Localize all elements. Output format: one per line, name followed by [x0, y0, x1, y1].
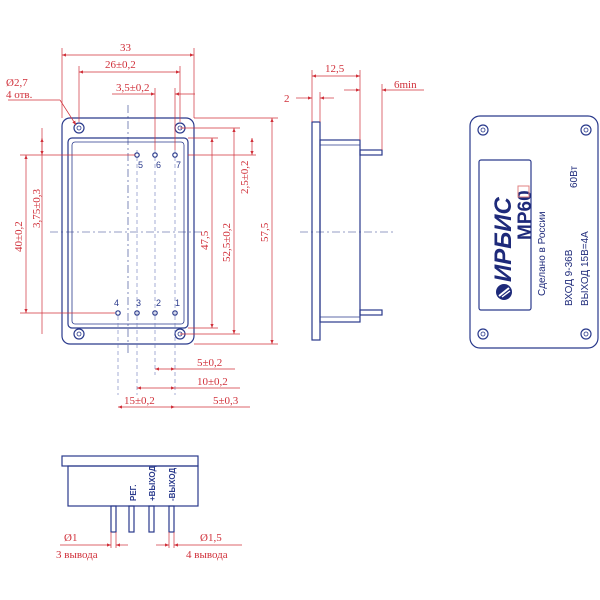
label-model-box [517, 185, 530, 198]
dim-left-40: 40±0,2 [13, 221, 25, 252]
label-view: ИРБИС МР60 Сделано в России ВХОД 9-36В В… [469, 115, 599, 349]
dim-bottom-5b: 5±0,3 [213, 395, 239, 407]
pins-bottom-row [115, 310, 178, 316]
front-right-dimensions [180, 117, 278, 345]
dim-right-575: 57,5 [259, 222, 271, 242]
pins-top-row [134, 152, 178, 158]
hole-note-diameter: Ø2,7 [6, 77, 28, 89]
bottom-view: РЕГ. +ВЫХОД -ВЫХОД Ø1 3 вывода Ø1,5 4 вы… [56, 455, 242, 561]
pin-label-7: 7 [176, 160, 181, 170]
label-brand-panel [478, 159, 532, 311]
label-flange-outline [469, 115, 599, 349]
dim-bottom-10: 10±0,2 [197, 376, 228, 388]
hole-note-count: 4 отв. [6, 89, 33, 101]
dim-width-33: 33 [120, 42, 132, 54]
hole-note-leader [59, 99, 77, 126]
dim-right-475: 47,5 [199, 230, 211, 250]
front-bottom-dimensions [118, 367, 250, 409]
dim-right-525: 52,5±0,2 [221, 223, 233, 262]
side-view: 12,5 2 6min [284, 63, 424, 341]
label-brand: ИРБИС [490, 196, 517, 282]
bottom-flange [61, 455, 199, 467]
bottom-pin-count-right: 4 вывода [186, 549, 228, 561]
front-top-dimensions [61, 48, 195, 150]
label-output: ВЫХОД 15В=4А [580, 231, 591, 306]
label-input: ВХОД 9-36В [564, 249, 575, 306]
bottom-pin-count-left: 3 вывода [56, 549, 98, 561]
side-dim-depth: 12,5 [325, 63, 345, 75]
dim-pin-pitch-35: 3,5±0,2 [116, 82, 150, 94]
label-model: МР60 [515, 190, 536, 240]
side-dim-pin-min: 6min [394, 79, 417, 91]
pin-label-1: 1 [175, 298, 180, 308]
pin-label-5: 5 [138, 160, 143, 170]
pin-label-minus-out: -ВЫХОД [168, 467, 177, 501]
label-power: 60Вт [569, 166, 580, 188]
label-mounting-holes [477, 124, 592, 340]
bottom-pin-dia-right: Ø1,5 [200, 532, 222, 544]
brand-logo-icon [496, 284, 512, 300]
pin-label-4: 4 [114, 298, 119, 308]
pin-label-reg: РЕГ. [129, 485, 138, 501]
bottom-pins [110, 505, 175, 533]
dim-bottom-15: 15±0,2 [124, 395, 155, 407]
bottom-pin-dia-left: Ø1 [64, 532, 77, 544]
side-pin-top [359, 149, 383, 156]
side-dim-flange: 2 [284, 93, 290, 105]
side-flange [311, 121, 321, 341]
pin-label-plus-out: +ВЫХОД [148, 465, 157, 501]
label-made-in: Сделано в России [537, 211, 548, 296]
front-view: 5 6 7 4 3 2 1 33 26±0,2 3,5±0,2 Ø2,7 4 о… [6, 42, 278, 409]
pin-label-6: 6 [156, 160, 161, 170]
side-body [319, 139, 361, 323]
side-pin-bottom [359, 309, 383, 316]
pin-label-2: 2 [156, 298, 161, 308]
dim-bottom-5a: 5±0,2 [197, 357, 222, 369]
mounting-holes [73, 122, 186, 340]
dim-left-375: 3,75±0,3 [31, 188, 43, 228]
dim-pin-span-26: 26±0,2 [105, 59, 136, 71]
pin-label-3: 3 [136, 298, 141, 308]
hidden-pin-lines [117, 150, 176, 395]
front-left-dimensions [20, 128, 135, 334]
front-flange-outline [61, 117, 195, 345]
dim-right-25: 2,5±0,2 [239, 160, 251, 194]
